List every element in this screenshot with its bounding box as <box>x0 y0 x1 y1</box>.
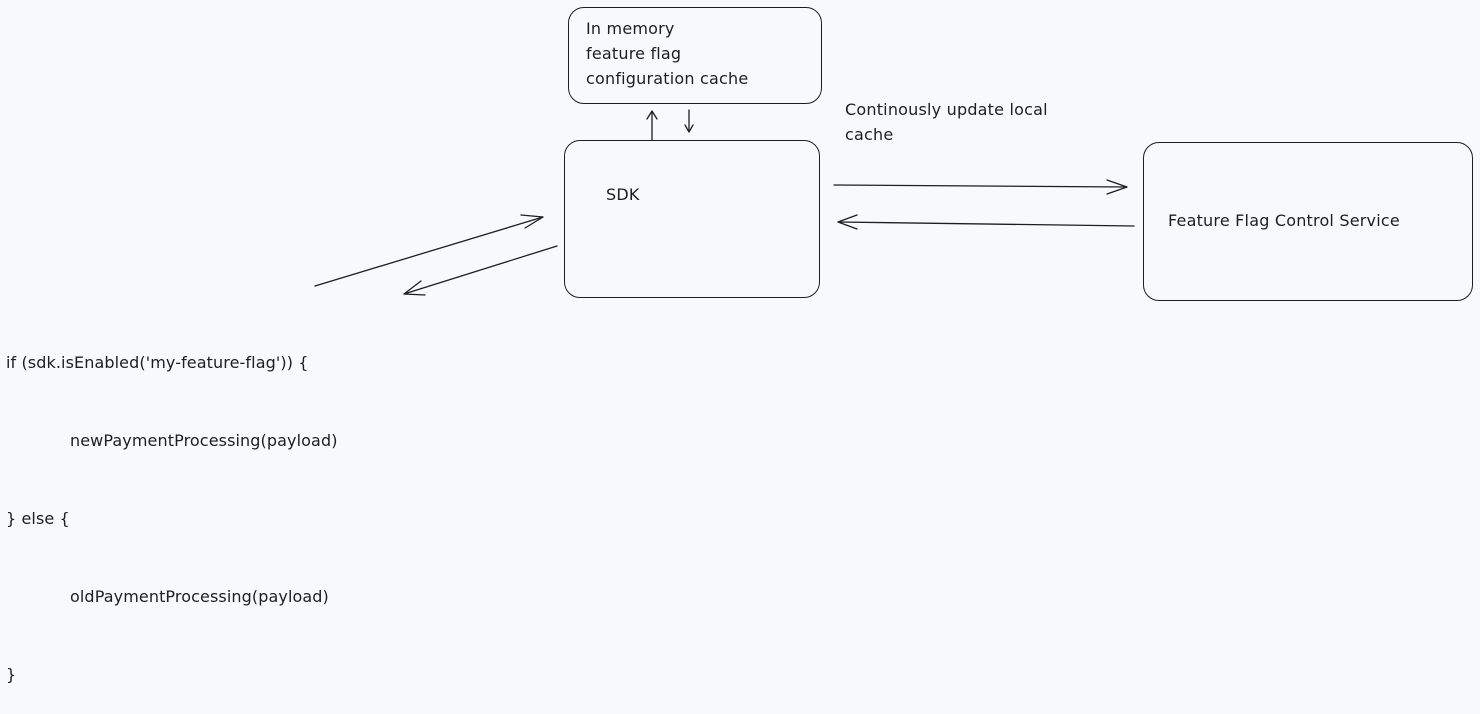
cache-label-line-2: feature flag <box>586 44 682 63</box>
service-node-label: Feature Flag Control Service <box>1168 211 1400 230</box>
update-label-line-2: cache <box>845 125 894 144</box>
update-edge-label: Continously update local cache <box>845 97 1048 147</box>
service-node <box>1143 142 1473 301</box>
cache-label-line-3: configuration cache <box>586 69 749 88</box>
sdk-node-label: SDK <box>606 185 640 204</box>
arrow-sdk-to-service <box>833 179 1128 195</box>
update-label-line-1: Continously update local <box>845 100 1048 119</box>
code-line-3: } else { <box>6 509 70 528</box>
arrow-code-to-sdk <box>314 214 544 287</box>
cache-label-line-1: In memory <box>586 19 675 38</box>
arrow-sdk-to-cache <box>646 110 658 141</box>
arrow-service-to-sdk <box>837 214 1135 230</box>
arrows-layer <box>314 109 1135 296</box>
arrow-sdk-to-code <box>403 245 558 296</box>
code-line-4: oldPaymentProcessing(payload) <box>70 587 329 606</box>
code-line-1: if (sdk.isEnabled('my-feature-flag')) { <box>6 353 309 372</box>
cache-node <box>568 7 822 104</box>
sdk-node <box>564 140 820 298</box>
cache-node-label: In memory feature flag configuration cac… <box>586 16 748 91</box>
code-line-5: } <box>6 665 17 684</box>
arrow-cache-to-sdk <box>684 109 694 133</box>
